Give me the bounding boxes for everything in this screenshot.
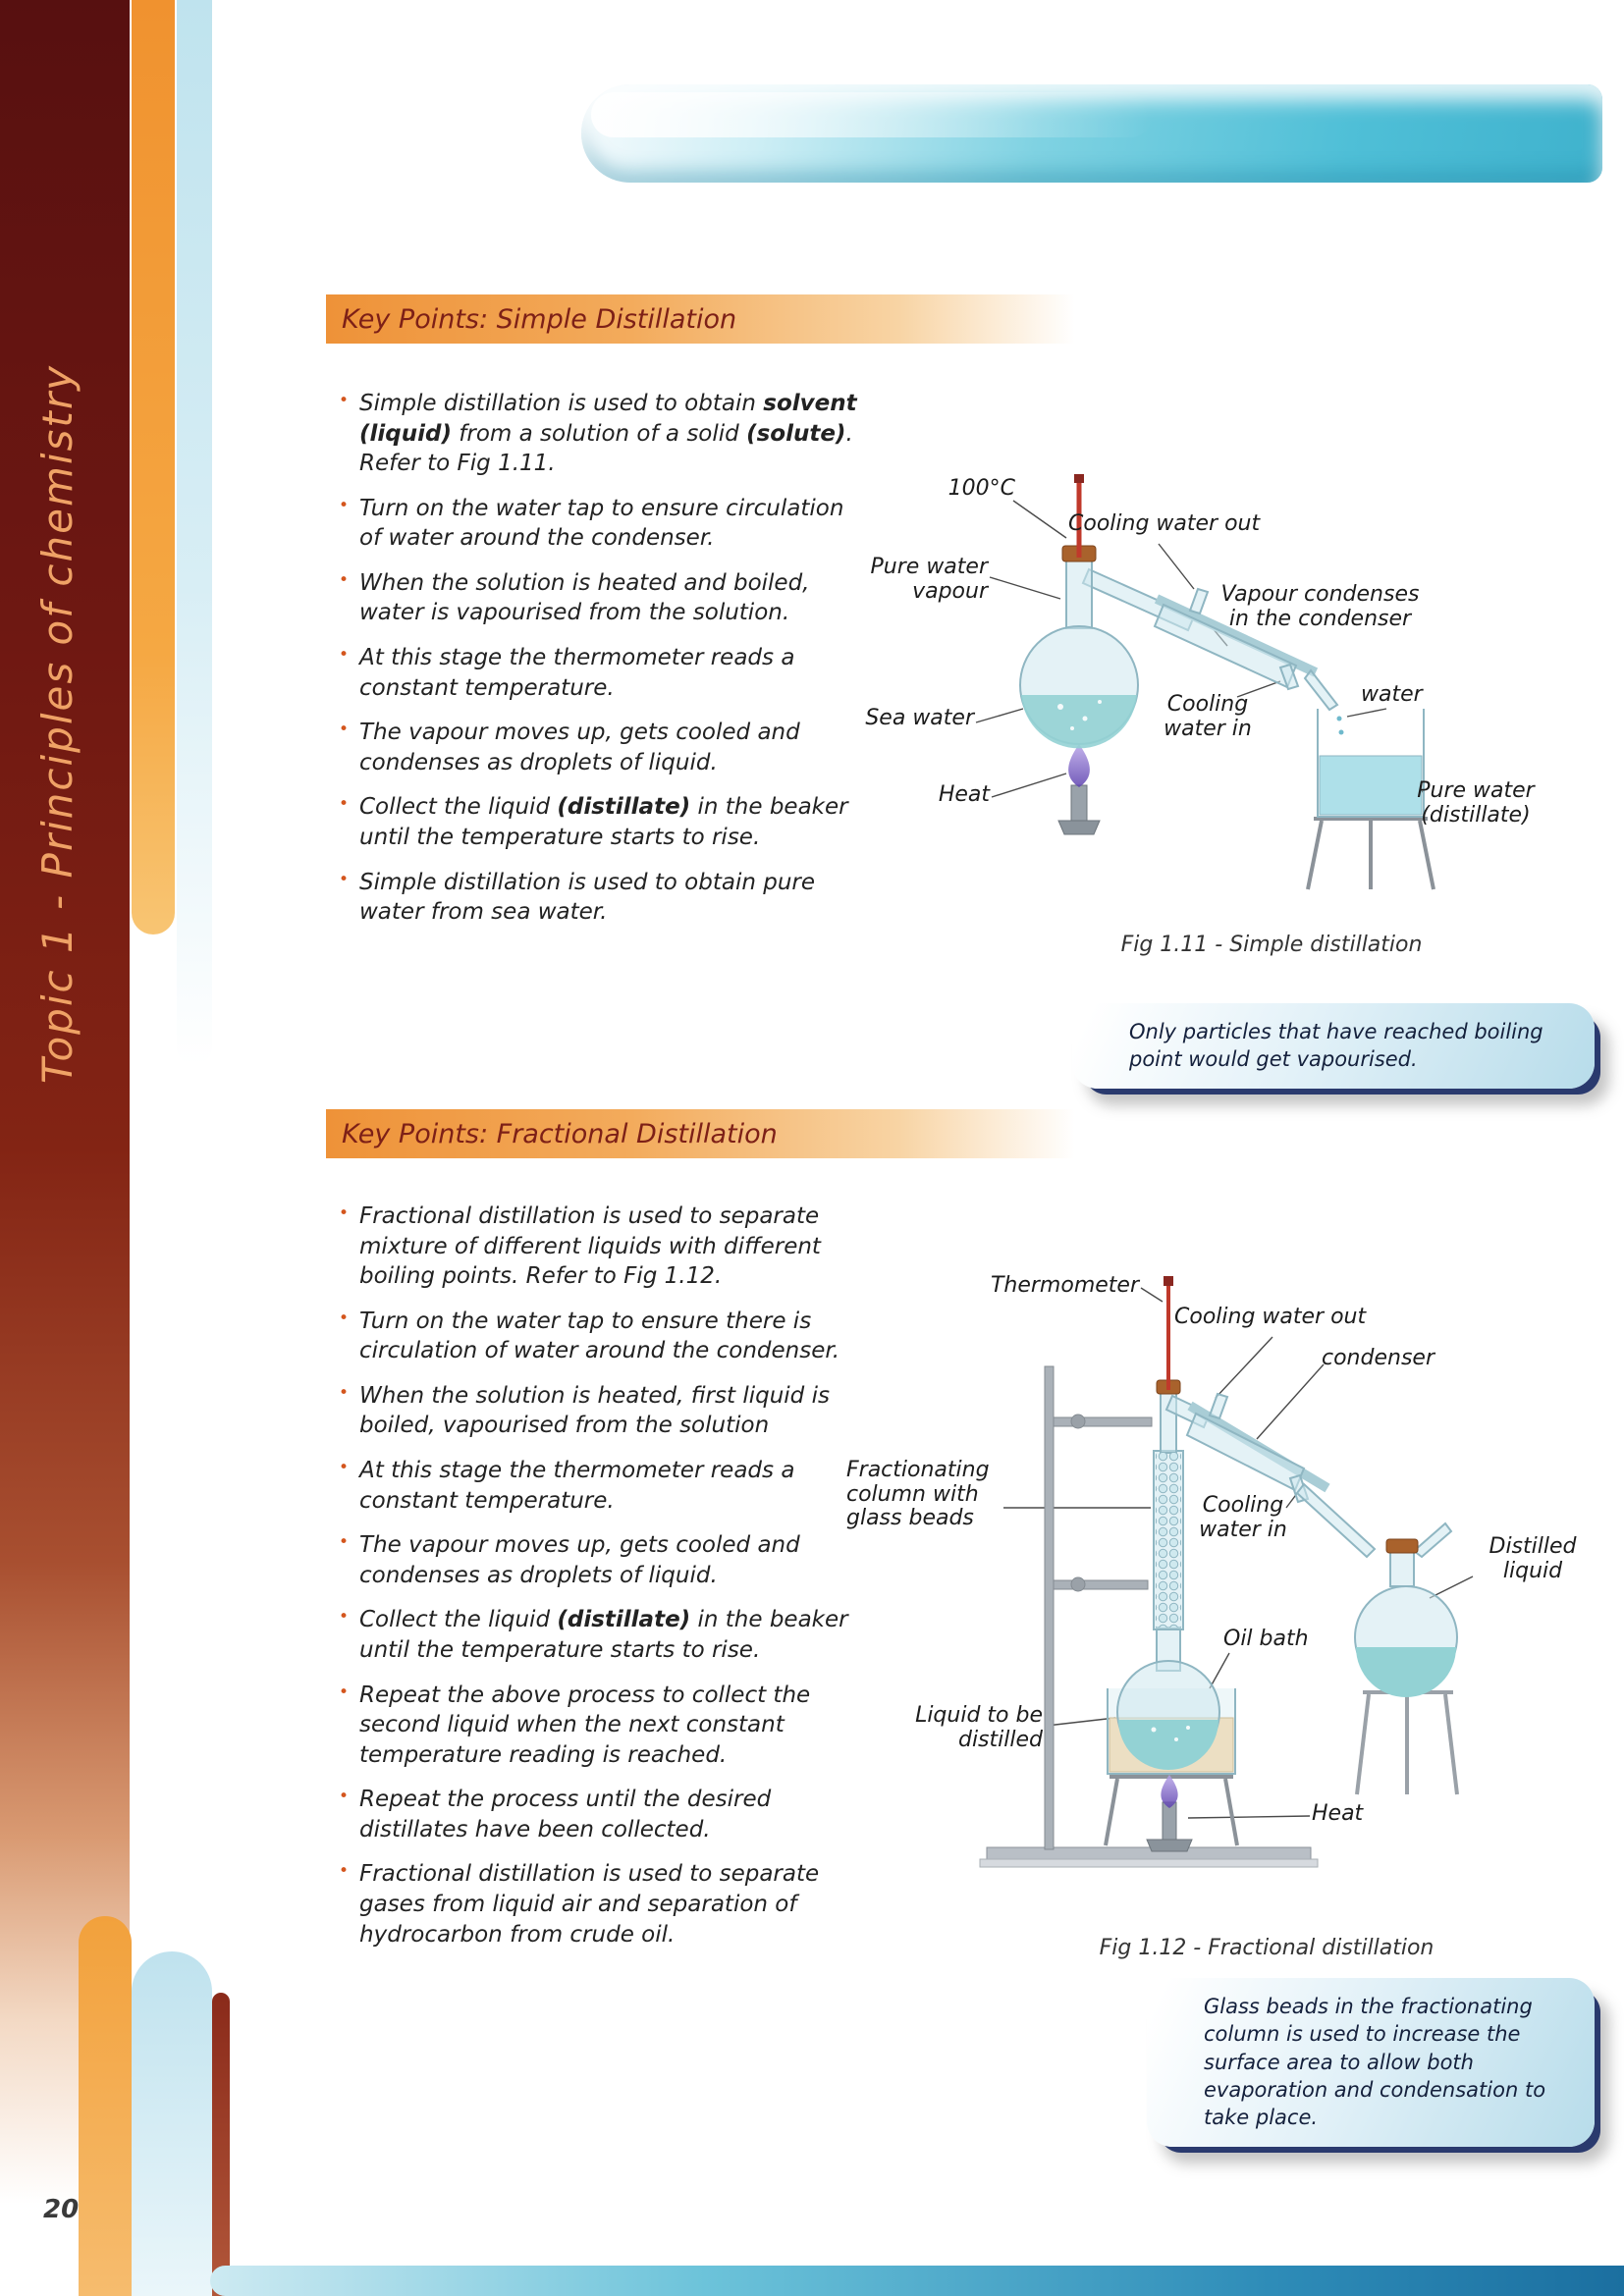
bottom-left-blue-capsule [132,1951,212,2296]
simple-distillation-diagram [975,474,1435,890]
bullet-item: Fractional distillation is used to separ… [334,1859,854,1949]
figure-simple-distillation: 100°C Pure water vapour Cooling water ou… [864,461,1596,957]
section-header-fractional-distillation: Key Points: Fractional Distillation [326,1109,1090,1158]
glass-beads [1156,1453,1181,1628]
note-text: Only particles that have reached boiling… [1129,1020,1543,1072]
bullet-item: At this stage the thermometer reads a co… [334,643,869,703]
bullet-item: At this stage the thermometer reads a co… [334,1456,854,1516]
label-heat: Heat [1312,1801,1364,1826]
bullet-item: Repeat the above process to collect the … [334,1681,854,1771]
bubbles [1057,700,1102,730]
cooling-in-tube [1278,663,1300,691]
label-fractionating-column: Fractionating column with glass beads [846,1458,990,1531]
label-heat: Heat [938,782,990,807]
droplet [1336,716,1342,721]
label-distilled-liquid: Distilled liquid [1489,1534,1577,1583]
label-sea-water: Sea water [865,706,974,730]
section-header-simple-distillation: Key Points: Simple Distillation [326,294,1090,344]
bath-tripod [1104,1775,1239,1846]
beaker [1317,709,1425,818]
flame [1068,744,1090,787]
burner [1057,744,1101,835]
fractional-distillation-diagram [979,1276,1474,1868]
bullet-item: Simple distillation is used to obtain pu… [334,868,869,928]
label-oil-bath: Oil bath [1223,1627,1309,1651]
label-cooling-water-in: Cooling water in [1164,692,1252,741]
cooling-out-tube [1188,587,1210,615]
bullet-item: When the solution is heated, first liqui… [334,1381,854,1441]
vent-tube [1412,1522,1453,1559]
bullet-item: Fractional distillation is used to separ… [334,1201,854,1292]
bullet-list-fractional-distillation: Fractional distillation is used to separ… [334,1201,854,1964]
label-pure-water-vapour: Pure water vapour [870,555,988,604]
bullet-item: Repeat the process until the desired dis… [334,1785,854,1844]
leader-lines [1003,1287,1474,1819]
bullet-item: Turn on the water tap to ensure there is… [334,1307,854,1366]
bottom-left-maroon-capsule [212,1993,230,2296]
note-boiling-point: Only particles that have reached boiling… [1072,1003,1595,1089]
note-text: Glass beads in the fractionating column … [1204,1995,1546,2130]
condenser-jacket [1185,1412,1306,1492]
beaker-stand [1306,817,1435,890]
label-pure-water-distillate: Pure water (distillate) [1417,778,1535,828]
section-header-label: Key Points: Fractional Distillation [342,1118,778,1149]
note-glass-beads: Glass beads in the fractionating column … [1147,1978,1595,2147]
bullet-item: Turn on the water tap to ensure circulat… [334,494,869,554]
retort-stand [979,1365,1319,1868]
page-number: 20 [43,2195,80,2224]
thermometer-top [1074,474,1084,483]
bullet-item: The vapour moves up, gets cooled and con… [334,718,869,777]
delivery-tube [1295,1482,1377,1559]
receiver-stand [1355,1690,1459,1795]
flame [1161,1775,1178,1808]
bullet-item: The vapour moves up, gets cooled and con… [334,1530,854,1590]
bubbles [1151,1726,1190,1741]
cooling-out-tube [1208,1392,1229,1420]
fig1-caption: Fig 1.11 - Simple distillation [1120,933,1423,957]
label-cooling-water-in: Cooling water in [1199,1493,1287,1542]
topic-title: Topic 1 - Principles of chemistry [33,364,81,1084]
section-header-label: Key Points: Simple Distillation [342,303,737,335]
label-cooling-water-out: Cooling water out [1174,1305,1367,1329]
label-water: water [1361,682,1423,707]
bottom-decoration-bar [210,2266,1624,2296]
top-decoration-bar [581,84,1602,183]
distillate-liquid [1319,755,1423,816]
label-thermometer: Thermometer [990,1273,1139,1298]
receiver-stopper [1385,1538,1419,1554]
drip-tip [1303,668,1339,712]
fig2-caption: Fig 1.12 - Fractional distillation [1099,1936,1435,1960]
label-vapour-condenses: Vapour condenses in the condenser [1220,582,1420,631]
label-100c: 100°C [947,476,1015,501]
condenser-inner-tube [1154,594,1319,677]
bullet-item: Collect the liquid (distillate) in the b… [334,792,869,852]
bullet-item: Collect the liquid (distillate) in the b… [334,1605,854,1665]
bullet-list-simple-distillation: Simple distillation is used to obtain so… [334,389,869,942]
sidebar-orange-strip [132,0,175,934]
bullet-item: When the solution is heated and boiled, … [334,568,869,628]
sea-water-liquid [1021,695,1137,749]
bullet-item: Simple distillation is used to obtain so… [334,389,869,479]
label-liquid-to-be-distilled: Liquid to be distilled [915,1703,1043,1752]
label-cooling-water-out: Cooling water out [1068,511,1261,536]
figure-fractional-distillation: Thermometer Cooling water out condenser … [844,1256,1596,1924]
sidebar-maroon-bar [0,0,130,2296]
sidebar-blue-strip [177,0,212,1065]
droplet [1338,729,1344,735]
bottom-left-orange-capsule [79,1916,132,2296]
distilled-liquid [1356,1647,1456,1697]
thermometer-top [1164,1276,1173,1286]
burner [1146,1775,1193,1852]
flask-neck [1065,559,1093,629]
liquid-to-distil [1118,1720,1218,1770]
label-condenser: condenser [1322,1346,1435,1370]
